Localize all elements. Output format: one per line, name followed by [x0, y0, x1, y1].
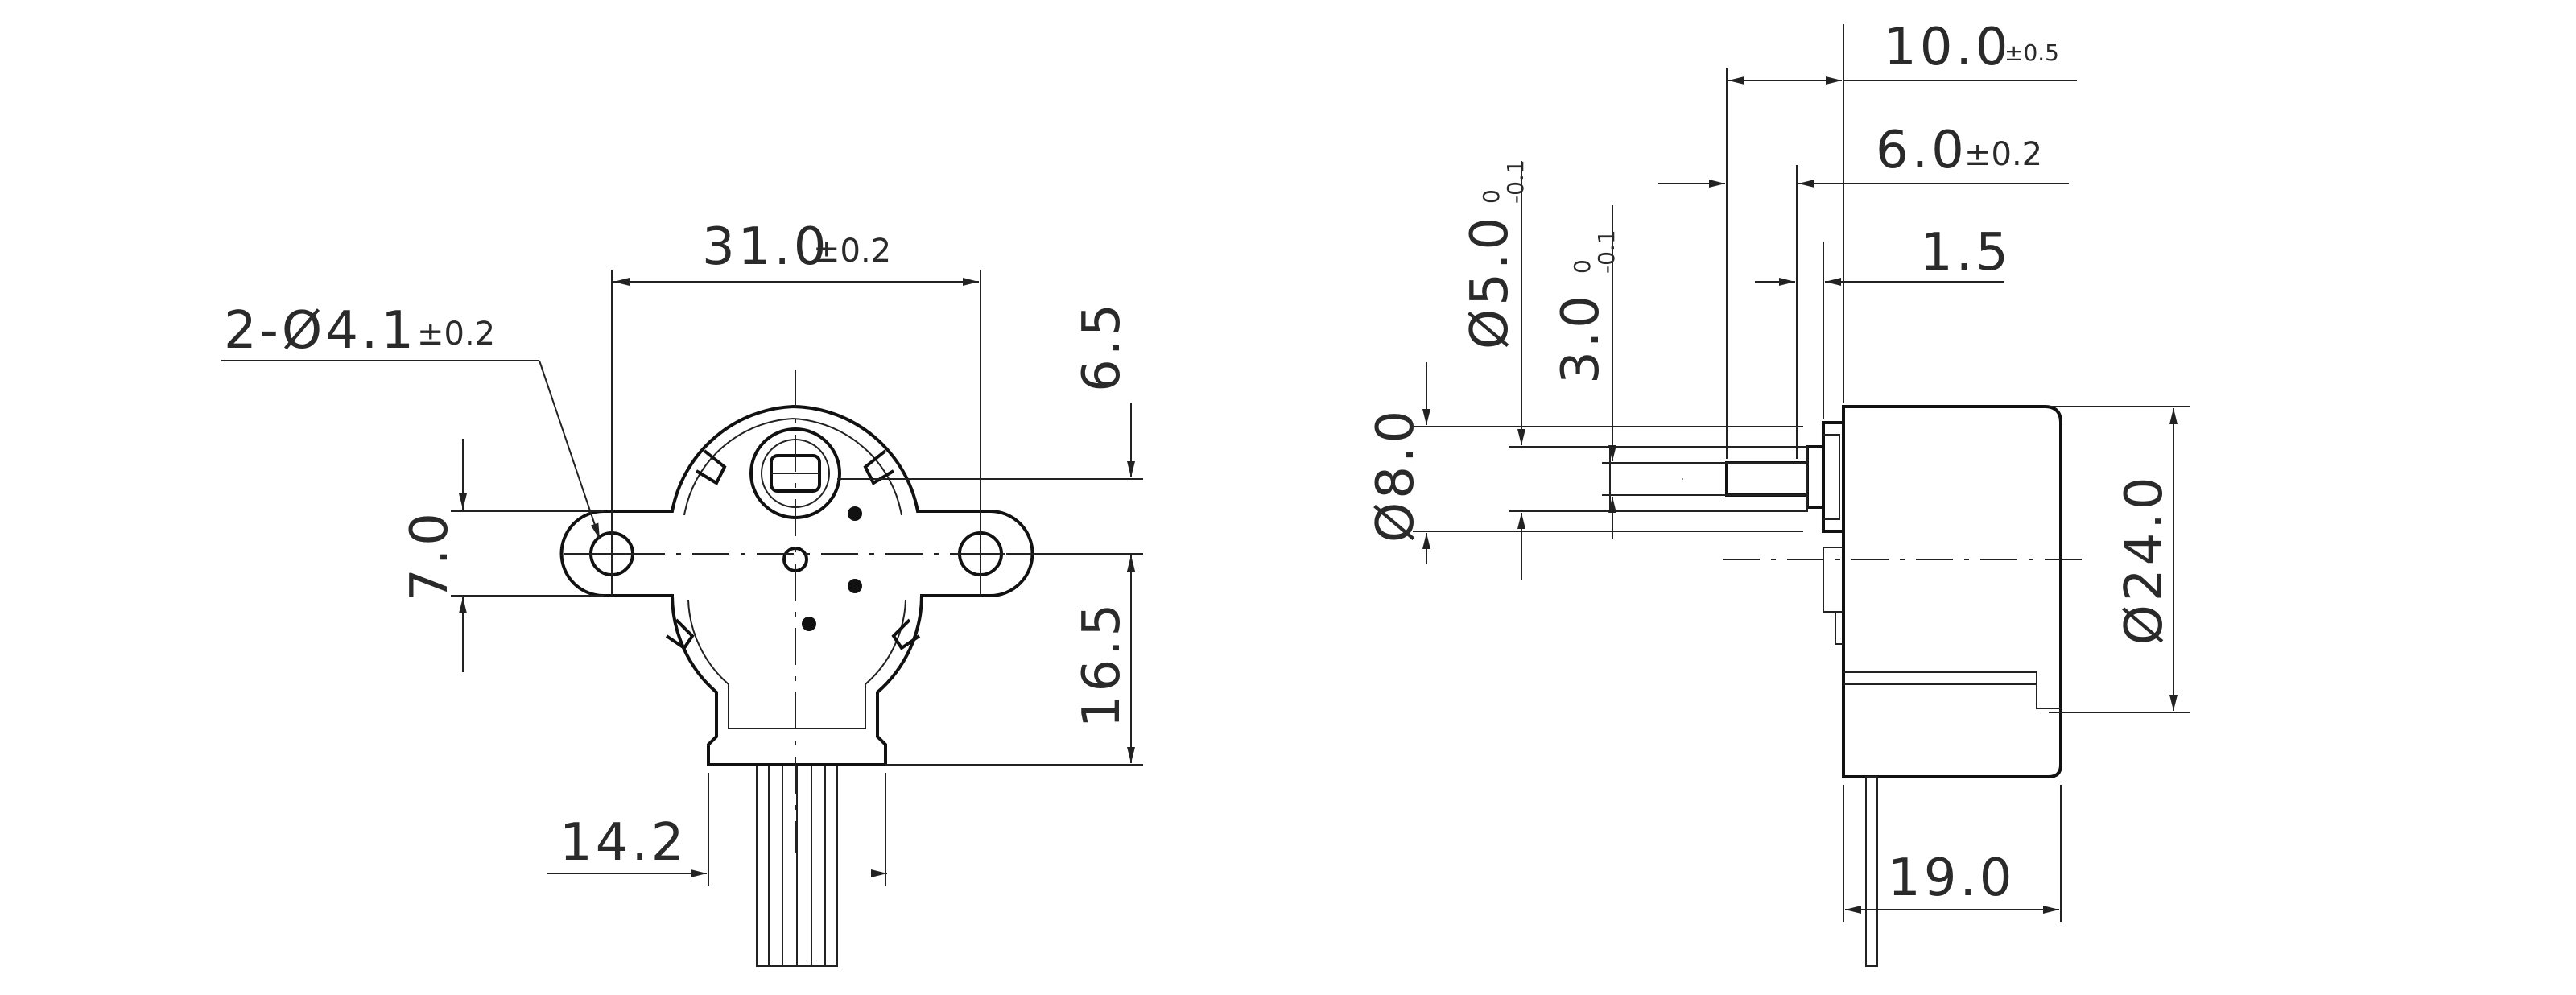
dim-19-0: 19.0 — [1843, 785, 2062, 922]
rim-notches — [665, 449, 921, 650]
dim-dia-24-value: Ø24.0 — [2115, 474, 2174, 646]
dim-6-0: 6.0 ±0.2 — [1658, 121, 2069, 459]
dim-16-5-value: 16.5 — [1072, 601, 1132, 729]
dim-dia-5-tol-top: 0 — [1478, 189, 1505, 204]
dim-dia-3-tol-bot: -0.1 — [1593, 229, 1620, 274]
dim-6-5-value: 6.5 — [1072, 300, 1132, 392]
dim-1-5-value: 1.5 — [1920, 223, 2012, 283]
dim-1-5: 1.5 — [1755, 223, 2012, 419]
dim-6-value: 6.0 — [1876, 121, 1967, 180]
dim-6-5: 6.5 — [837, 300, 1143, 624]
dim-dia-8-value: Ø8.0 — [1366, 407, 1426, 543]
dim-dia-24: Ø24.0 — [2049, 406, 2190, 713]
front-view: 31.0 ±0.2 2-Ø4.1 ±0.2 7.0 6.5 — [221, 217, 1143, 967]
dim-16-5: 16.5 — [886, 555, 1143, 766]
dim-14-2: 14.2 — [547, 773, 887, 886]
side-flange — [1822, 421, 1845, 533]
dim-14-2-value: 14.2 — [559, 813, 687, 873]
dim-mount-hole: 2-Ø4.1 ±0.2 — [221, 301, 601, 540]
side-body — [1842, 405, 2062, 778]
dim-10-tol: ±0.5 — [2004, 39, 2059, 66]
motor-body-outline — [559, 404, 1034, 766]
dim-dia-5-tol-bot: -0.1 — [1502, 159, 1529, 204]
dim-dia-3-tol-top: 0 — [1569, 259, 1596, 274]
wire-bundle — [756, 764, 838, 967]
side-view: 10.0 ±0.5 6.0 ±0.2 1.5 Ø5.0 0 -0. — [1366, 18, 2190, 967]
dim-dia-5: Ø5.0 0 -0.1 — [1460, 159, 1610, 580]
dim-dia-5-value: Ø5.0 — [1460, 214, 1520, 349]
dim-31-0: 31.0 ±0.2 — [611, 217, 981, 515]
dim-31-value: 31.0 — [702, 217, 830, 277]
dim-7-value: 7.0 — [400, 510, 460, 601]
dim-10-value: 10.0 — [1884, 18, 2012, 77]
mount-hole-value: 2-Ø4.1 — [224, 301, 417, 361]
dim-31-tol: ±0.2 — [813, 233, 891, 270]
dim-10-0: 10.0 ±0.5 — [1726, 18, 2077, 459]
dim-dia-3-value: 3.0 — [1551, 292, 1611, 384]
dim-dia-3: 3.0 0 -0.1 — [1551, 205, 1723, 539]
side-shaft — [1725, 461, 1809, 497]
dim-7-0: 7.0 — [400, 439, 604, 672]
dim-6-tol: ±0.2 — [1964, 136, 2042, 173]
dim-dia-8: Ø8.0 — [1366, 362, 1803, 564]
mount-hole-tol: ±0.2 — [417, 316, 495, 353]
dim-19-value: 19.0 — [1888, 848, 2016, 908]
